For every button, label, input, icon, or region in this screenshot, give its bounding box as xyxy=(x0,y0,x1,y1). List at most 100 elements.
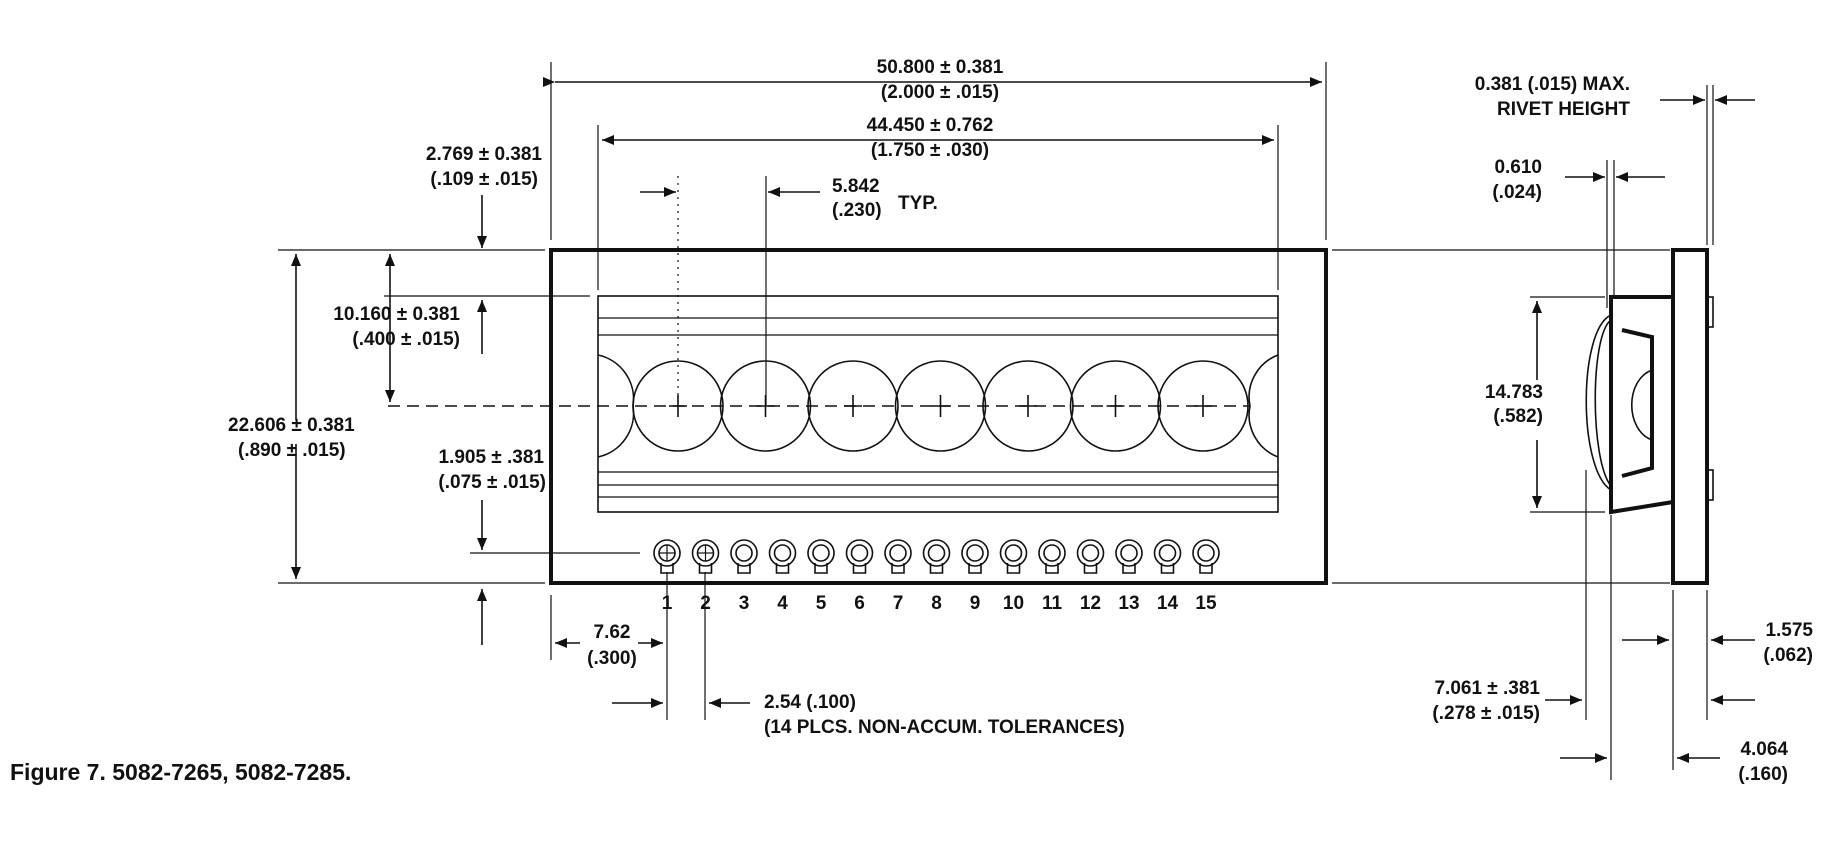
dim-lens-offset: 0.610 (.024) xyxy=(1492,157,1665,308)
pin xyxy=(884,539,912,574)
dim-first-pin: 7.62 (.300) xyxy=(550,572,668,720)
dim-digit-pitch: 5.842 (.230) TYP. xyxy=(640,176,938,406)
pin xyxy=(1192,539,1220,574)
pin-hole xyxy=(966,544,984,562)
top-offset-in: (.109 ± .015) xyxy=(430,169,538,190)
side-board xyxy=(1671,248,1709,585)
first-pin-in: (.300) xyxy=(587,648,637,669)
window-length-mm: 44.450 ± 0.762 xyxy=(867,115,994,136)
pin xyxy=(1038,539,1066,574)
pin-pad xyxy=(768,539,797,567)
pin-pitch-note: (14 PLCS. NON-ACCUM. TOLERANCES) xyxy=(764,717,1125,738)
side-lens-curve xyxy=(1631,369,1653,441)
pin-tab xyxy=(968,563,982,574)
pin-pad xyxy=(1153,539,1182,567)
pin-offset-in: (.075 ± .015) xyxy=(438,472,546,493)
pin-number: 15 xyxy=(1195,593,1217,614)
pin-pad xyxy=(1115,539,1143,567)
display-window xyxy=(597,295,1279,513)
dim-window-length: 44.450 ± 0.762 (1.750 ± .030) xyxy=(597,115,1279,290)
lens-height-in: (.582) xyxy=(1493,406,1543,427)
pin-hole xyxy=(850,544,869,562)
window-to-center-mm: 10.160 ± 0.381 xyxy=(333,304,460,325)
pin-number: 7 xyxy=(893,593,904,614)
pin-hole xyxy=(735,544,753,562)
pin-pad xyxy=(845,539,874,567)
digit-pitch-suffix: TYP. xyxy=(898,193,938,214)
pin-hole xyxy=(1004,544,1023,562)
pin-number: 5 xyxy=(816,593,827,614)
side-lens xyxy=(1585,313,1612,492)
pin-number: 13 xyxy=(1118,593,1139,614)
dim-top-offset: 2.769 ± 0.381 (.109 ± .015) xyxy=(278,144,545,251)
dim-lens-height: 14.783 (.582) xyxy=(1485,296,1605,513)
board-thickness-mm: 1.575 xyxy=(1765,620,1813,641)
side-housing xyxy=(1609,295,1674,515)
pin-pad xyxy=(653,539,681,567)
dim-total-depth: 4.064 (.160) xyxy=(1560,739,1788,785)
pin-number: 11 xyxy=(1042,593,1063,614)
package-outline xyxy=(549,248,1328,585)
pin-tab xyxy=(1083,563,1098,574)
side-lens-inner xyxy=(1594,319,1612,487)
side-depth-in: (.278 ± .015) xyxy=(1432,703,1540,724)
pin-pad xyxy=(922,539,951,567)
pin-pad xyxy=(1076,539,1105,567)
pin-offset-mm: 1.905 ± .381 xyxy=(438,447,544,468)
rivet-height-line2: RIVET HEIGHT xyxy=(1497,99,1630,120)
pin xyxy=(999,539,1028,574)
pin-tab xyxy=(852,563,867,574)
pin xyxy=(730,539,758,574)
lens-offset-in: (.024) xyxy=(1492,182,1542,203)
pin-hole xyxy=(773,544,792,562)
overall-height-in: (.890 ± .015) xyxy=(238,440,346,461)
overall-height-mm: 22.606 ± 0.381 xyxy=(228,415,355,436)
pin-tab xyxy=(1122,563,1136,574)
pin-pad xyxy=(730,539,758,567)
overall-length-mm: 50.800 ± 0.381 xyxy=(877,57,1004,78)
pin-number: 9 xyxy=(970,593,981,614)
lens-height-mm: 14.783 xyxy=(1485,382,1543,403)
pin-number: 6 xyxy=(854,593,865,614)
dim-rivet-height: 0.381 (.015) MAX. RIVET HEIGHT xyxy=(1475,74,1755,245)
pin-tab xyxy=(929,563,944,574)
dim-window-to-center: 10.160 ± 0.381 (.400 ± .015) xyxy=(333,254,590,402)
pin-pad xyxy=(999,539,1028,567)
figure-caption: Figure 7. 5082-7265, 5082-7285. xyxy=(10,759,351,785)
pin-pitch-mm: 2.54 (.100) xyxy=(764,692,856,713)
pin-tab xyxy=(1160,563,1175,574)
pin-number: 14 xyxy=(1157,593,1179,614)
pin-pad xyxy=(1192,539,1220,567)
pin-tab xyxy=(737,563,751,574)
first-pin-mm: 7.62 xyxy=(594,622,631,643)
pin-hole xyxy=(1081,544,1100,562)
window-to-center-in: (.400 ± .015) xyxy=(352,329,460,350)
pin xyxy=(1153,539,1182,574)
pin xyxy=(961,539,989,574)
pin-tab xyxy=(1045,563,1059,574)
dim-pin-offset: 1.905 ± .381 (.075 ± .015) xyxy=(438,447,640,645)
pin-tab xyxy=(814,563,828,574)
pin-hole xyxy=(812,544,830,562)
pin-number: 4 xyxy=(777,593,788,614)
digit-lens xyxy=(1069,360,1162,452)
pin-pad xyxy=(961,539,989,567)
digit-pitch-mm: 5.842 xyxy=(832,176,880,197)
side-lens-cup xyxy=(1621,328,1654,478)
pin xyxy=(845,539,874,574)
dim-overall-height: 22.606 ± 0.381 (.890 ± .015) xyxy=(228,254,545,584)
pin-hole xyxy=(889,544,907,562)
pin xyxy=(691,539,720,574)
side-view xyxy=(1585,248,1714,585)
pin xyxy=(807,539,835,574)
dim-side-depth: 7.061 ± .381 (.278 ± .015) xyxy=(1432,470,1612,780)
pin xyxy=(768,539,797,574)
board-thickness-in: (.062) xyxy=(1763,645,1813,666)
window-length-in: (1.750 ± .030) xyxy=(871,140,989,161)
side-depth-mm: 7.061 ± .381 xyxy=(1434,678,1540,699)
top-offset-mm: 2.769 ± 0.381 xyxy=(426,144,543,165)
pin-number: 3 xyxy=(739,593,750,614)
dim-overall-length: 50.800 ± 0.381 (2.000 ± .015) xyxy=(543,57,1327,240)
pin-tab xyxy=(775,563,790,574)
